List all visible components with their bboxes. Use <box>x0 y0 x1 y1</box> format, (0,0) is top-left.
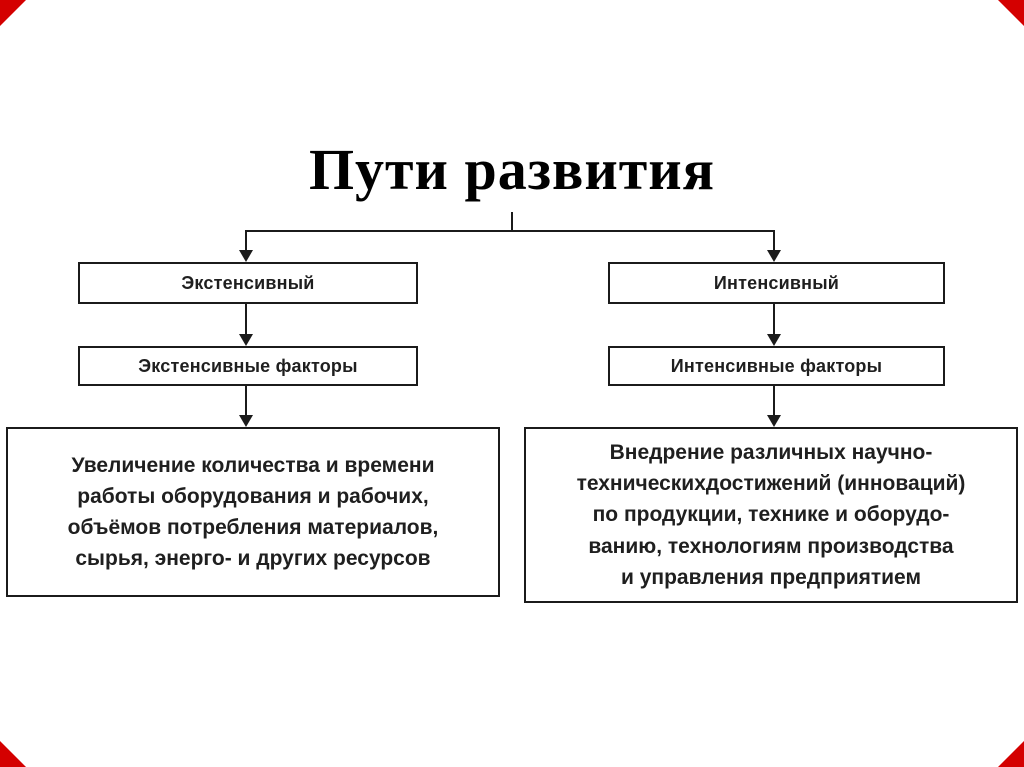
extensive-description-text: Увеличение количества и времени работы о… <box>67 453 439 571</box>
box-intensive-factors-label: Интенсивные факторы <box>670 355 883 376</box>
corner-mark-top-left <box>0 0 26 26</box>
box-extensive-label: Экстенсивный <box>181 272 315 293</box>
box-extensive-factors: Экстенсивные факторы <box>78 346 418 386</box>
box-extensive: Экстенсивный <box>78 262 418 304</box>
box-intensive: Интенсивный <box>608 262 945 304</box>
box-intensive-factors: Интенсивные факторы <box>608 346 945 386</box>
box-intensive-description: Внедрение различных научно- техническихд… <box>524 427 1018 603</box>
corner-mark-bottom-right <box>998 741 1024 767</box>
diagram-title: Пути развития <box>308 137 716 202</box>
intensive-description-text: Внедрение различных научно- техническихд… <box>576 441 966 589</box>
corner-mark-top-right <box>998 0 1024 26</box>
corner-mark-bottom-left <box>0 741 26 767</box>
box-extensive-description: Увеличение количества и времени работы о… <box>6 427 500 597</box>
box-extensive-factors-label: Экстенсивные факторы <box>138 355 358 376</box>
box-intensive-label: Интенсивный <box>713 272 840 293</box>
